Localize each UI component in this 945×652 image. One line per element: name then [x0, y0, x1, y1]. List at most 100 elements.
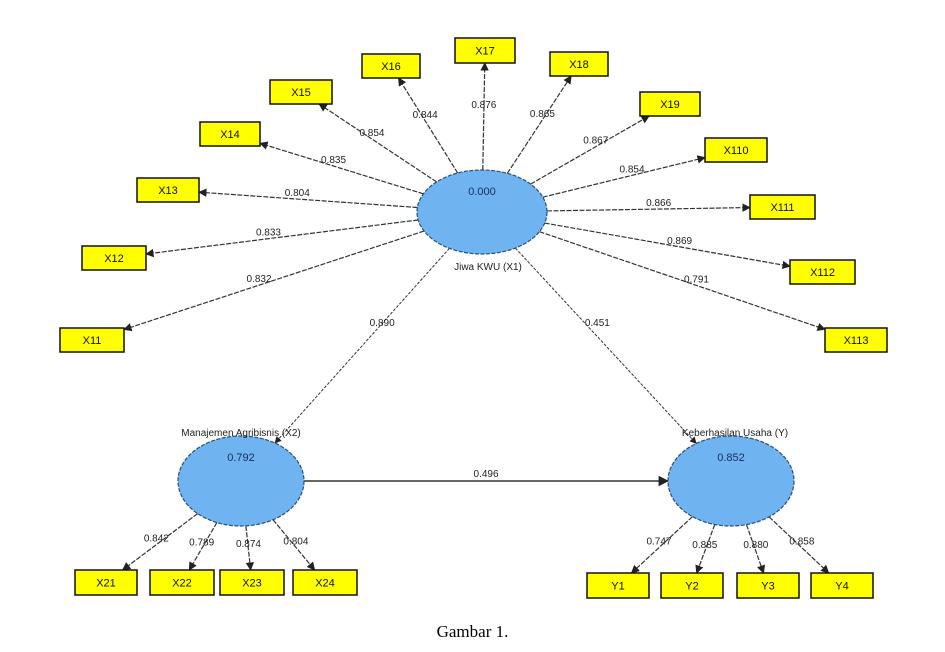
loading-value: 0.832 — [247, 274, 272, 285]
loading-value: 0.866 — [646, 198, 671, 209]
loading-value: 0.854 — [619, 164, 644, 175]
loading-arrow — [245, 525, 255, 571]
loading-value: 0.876 — [471, 100, 496, 111]
indicator-box — [789, 259, 856, 285]
loading-value: 0.854 — [359, 128, 384, 139]
indicator-x17: X17 — [454, 37, 516, 64]
indicator-x111: X111 — [749, 194, 816, 220]
indicator-x24: X24 — [292, 569, 358, 596]
indicator-x16: X16 — [361, 53, 421, 79]
latent-ellipse — [416, 169, 548, 255]
path-coefficient: 0.890 — [370, 318, 395, 329]
indicator-y3: Y3 — [736, 572, 800, 599]
indicator-label: Y4 — [835, 581, 848, 593]
indicator-box — [59, 327, 125, 353]
indicator-box — [269, 79, 333, 105]
indicator-x23: X23 — [219, 569, 285, 596]
latent-value: 0.000 — [468, 186, 496, 198]
loading-arrow — [506, 75, 572, 174]
indicator-label: Y1 — [611, 581, 624, 593]
figure-caption: Gambar 1. — [436, 622, 509, 641]
loading-value: 0.804 — [285, 188, 310, 199]
indicator-label: X18 — [569, 59, 589, 71]
latent-ellipse — [667, 435, 795, 527]
indicator-x19: X19 — [639, 91, 701, 117]
loading-value: 0.869 — [667, 236, 692, 247]
indicator-x22: X22 — [149, 569, 215, 596]
indicator-box — [549, 51, 609, 77]
loading-value: 0.835 — [321, 155, 346, 166]
loading-arrow — [272, 519, 316, 571]
indicator-box — [361, 53, 421, 79]
indicator-x18: X18 — [549, 51, 609, 77]
path-arrow — [274, 248, 450, 444]
indicator-box — [586, 572, 650, 599]
loading-arrow — [630, 516, 693, 574]
indicator-box — [199, 121, 261, 147]
loading-value: 0.791 — [684, 274, 709, 285]
indicator-label: X24 — [315, 578, 335, 590]
loading-value: 0.844 — [413, 110, 438, 121]
indicator-box — [81, 245, 147, 271]
loading-value: 0.789 — [189, 538, 214, 549]
latent-x2: 0.792 Manajemen Agribisnis (X2) — [177, 428, 305, 527]
loading-value: 0.865 — [530, 109, 555, 120]
indicator-label: X12 — [104, 253, 124, 265]
latent-value: 0.792 — [227, 452, 255, 464]
indicator-x112: X112 — [789, 259, 856, 285]
latent-label: Jiwa KWU (X1) — [454, 262, 522, 273]
indicator-x14: X14 — [199, 121, 261, 147]
loading-arrow — [768, 516, 830, 574]
indicator-box — [639, 91, 701, 117]
path-coefficient: 0.496 — [473, 469, 498, 480]
indicator-label: X110 — [724, 145, 749, 157]
loading-arrow — [695, 524, 716, 574]
indicator-label: X15 — [291, 87, 311, 99]
indicator-label: X22 — [172, 578, 192, 590]
loading-arrow — [546, 203, 751, 212]
indicator-y2: Y2 — [660, 572, 724, 599]
latent-value: 0.852 — [717, 452, 745, 464]
indicator-label: Y3 — [761, 581, 774, 593]
loading-value: 0.885 — [692, 540, 717, 551]
latent-label: Manajemen Agribisnis (X2) — [181, 428, 301, 439]
loading-value: 0.867 — [583, 136, 608, 147]
loading-arrow — [198, 188, 418, 209]
indicator-box — [810, 572, 874, 599]
indicator-x113: X113 — [824, 327, 888, 353]
indicator-label: X14 — [220, 129, 240, 141]
latent-ellipse — [177, 435, 305, 527]
indicator-label: X13 — [158, 185, 178, 197]
loading-value: 0.874 — [236, 539, 261, 550]
indicator-y4: Y4 — [810, 572, 874, 599]
indicator-box — [660, 572, 724, 599]
indicator-box — [704, 137, 768, 163]
indicator-label: X16 — [381, 61, 401, 73]
indicator-label: Y2 — [685, 581, 698, 593]
loading-arrow — [544, 222, 791, 270]
loading-arrow — [123, 230, 425, 332]
indicator-box — [136, 177, 200, 203]
loading-value: 0.842 — [144, 534, 169, 545]
loading-arrow — [188, 522, 218, 571]
path-coefficient: 0.451 — [585, 318, 610, 329]
indicator-x12: X12 — [81, 245, 147, 271]
loading-arrow — [745, 524, 766, 574]
indicator-x110: X110 — [704, 137, 768, 163]
indicator-x13: X13 — [136, 177, 200, 203]
indicator-label: X17 — [475, 46, 495, 58]
indicator-label: X11 — [83, 335, 102, 347]
indicator-label: X111 — [770, 202, 794, 214]
indicator-box — [749, 194, 816, 220]
indicator-x11: X11 — [59, 327, 125, 353]
indicator-x21: X21 — [74, 569, 138, 596]
loading-value: 0.804 — [283, 536, 308, 547]
indicator-label: X113 — [844, 335, 869, 347]
loading-value: 0.747 — [646, 537, 671, 548]
indicator-label: X21 — [96, 578, 116, 590]
path-arrow — [514, 247, 697, 444]
indicator-box — [219, 569, 285, 596]
loading-value: 0.858 — [789, 537, 814, 548]
loading-arrow — [480, 62, 489, 171]
